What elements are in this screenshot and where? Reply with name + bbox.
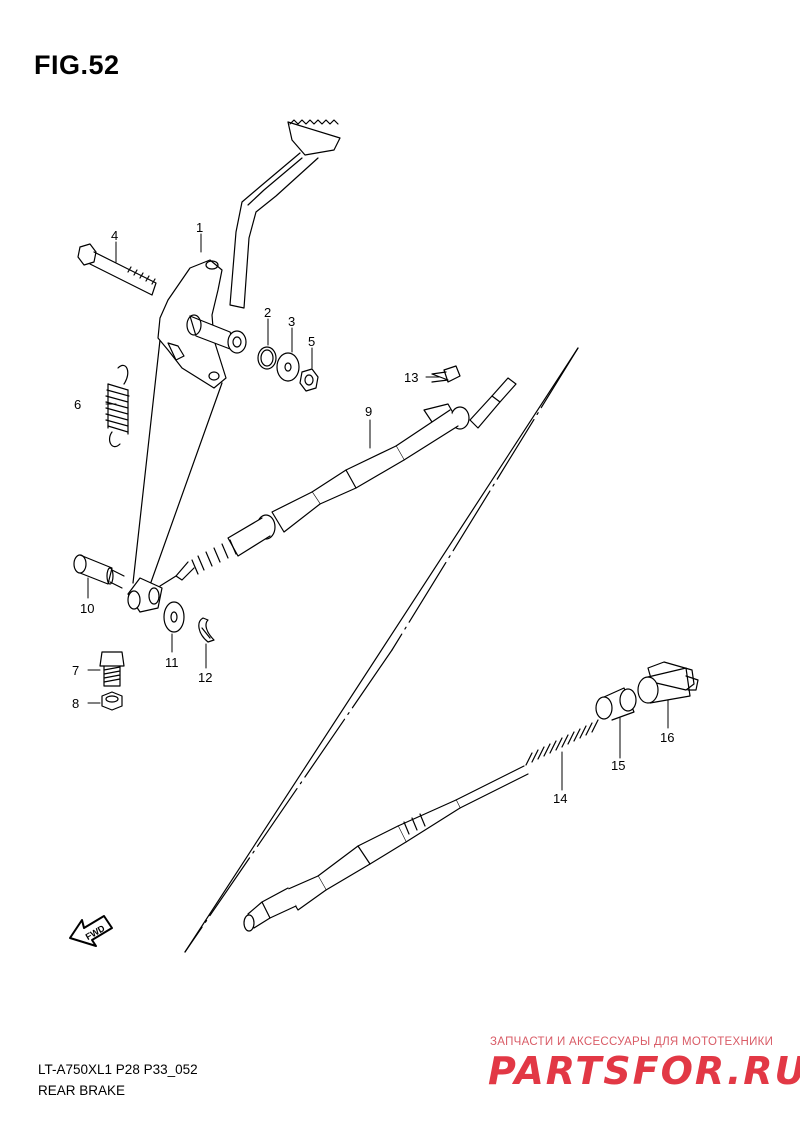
watermark-logo: PARTSFOR.RU (488, 1049, 800, 1093)
adjuster-bolt-part[interactable] (99, 651, 125, 687)
part-label-12: 12 (198, 670, 212, 685)
adjuster-nut-part[interactable] (101, 691, 123, 711)
assembly-guide-lines (132, 339, 579, 953)
part-label-10: 10 (80, 601, 94, 616)
o-ring-part[interactable] (257, 346, 277, 370)
part-label-14: 14 (553, 791, 567, 806)
pedal-pivot-bolt-part[interactable] (77, 243, 157, 296)
part-label-4: 4 (111, 228, 118, 243)
cable-spring-part[interactable] (525, 719, 599, 766)
part-label-11: 11 (165, 655, 179, 670)
part-label-15: 15 (611, 758, 625, 773)
leader-lines (87, 233, 669, 791)
return-spring-part[interactable] (105, 364, 130, 448)
part-label-9: 9 (365, 404, 372, 419)
nut-part[interactable] (299, 368, 319, 392)
brake-pedal-part[interactable] (157, 119, 341, 389)
cable-joint-part[interactable] (637, 661, 699, 704)
brake-cable-part[interactable] (159, 377, 517, 587)
watermark-tagline: ЗАПЧАСТИ И АКСЕССУАРЫ ДЛЯ МОТОТЕХНИКИ (490, 1036, 774, 1048)
part-label-3: 3 (288, 314, 295, 329)
figure-title: FIG.52 (34, 50, 120, 80)
bracket-bolt-part[interactable] (431, 365, 461, 383)
part-label-6: 6 (74, 397, 81, 412)
cable-collar-part[interactable] (595, 687, 637, 721)
part-label-16: 16 (660, 730, 674, 745)
cable-clevis-part[interactable] (127, 577, 163, 613)
part-label-8: 8 (72, 696, 79, 711)
forward-direction-arrow-icon: FWD (69, 915, 113, 947)
part-label-13: 13 (404, 370, 418, 385)
model-code: LT-A750XL1 P28 P33_052 (38, 1062, 198, 1077)
lower-brake-cable (243, 765, 529, 932)
part-label-5: 5 (308, 334, 315, 349)
section-name: REAR BRAKE (38, 1083, 126, 1098)
clevis-washer-part[interactable] (163, 601, 185, 633)
clevis-pin-part[interactable] (73, 554, 125, 589)
part-label-2: 2 (264, 305, 271, 320)
part-labels: 1 2 3 4 5 6 7 8 9 10 11 12 13 14 15 16 (72, 220, 674, 806)
part-label-1: 1 (196, 220, 203, 235)
cotter-pin-part[interactable] (198, 617, 215, 643)
washer-part[interactable] (276, 352, 300, 382)
part-label-7: 7 (72, 663, 79, 678)
